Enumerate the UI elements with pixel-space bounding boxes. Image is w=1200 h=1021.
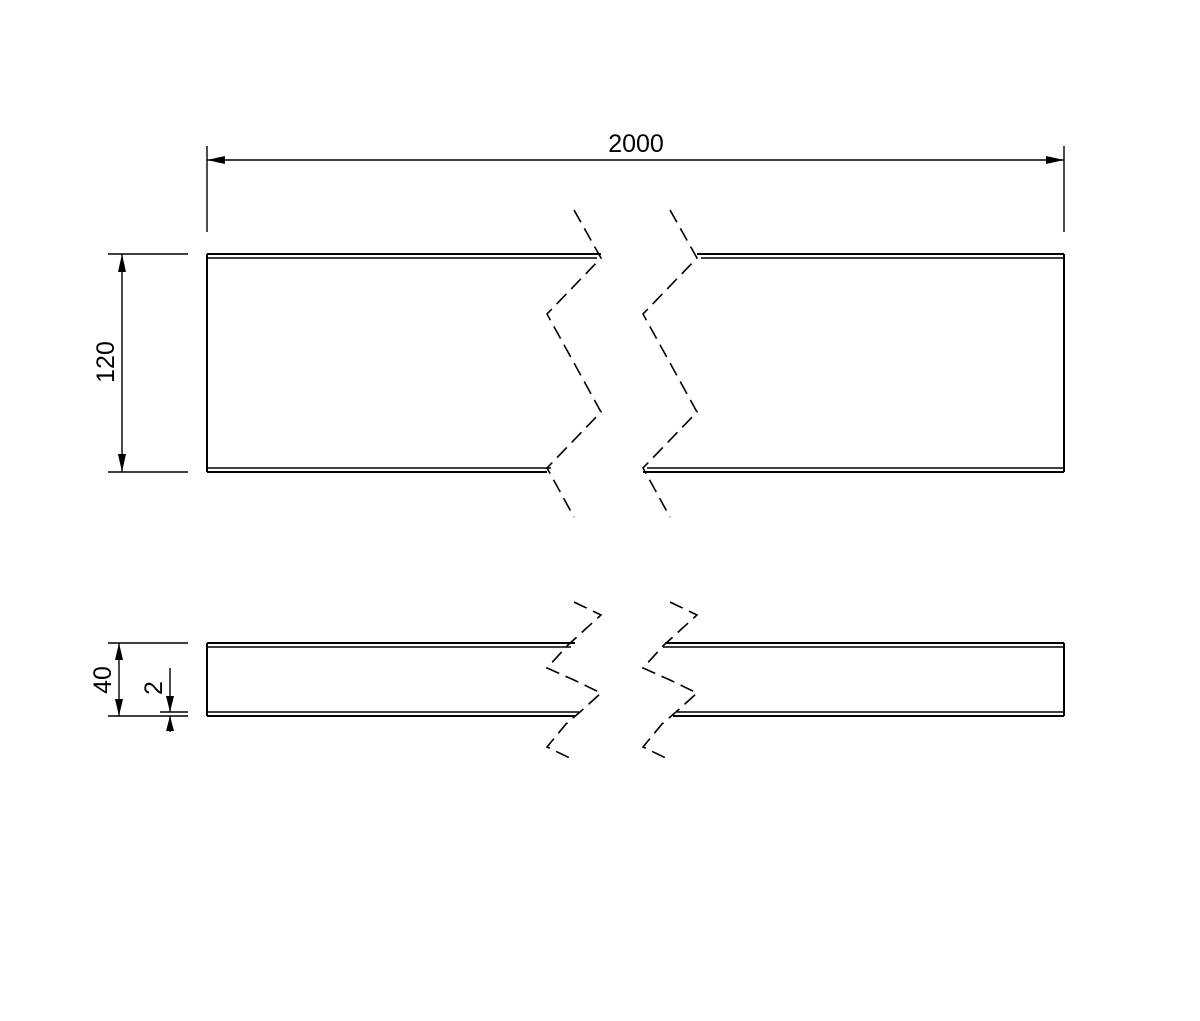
dimension-width: 120 <box>92 253 188 473</box>
break-line-side-right <box>641 601 699 761</box>
dimension-label-thickness: 2 <box>140 681 168 695</box>
dimension-length: 2000 <box>206 130 1065 232</box>
plan-view <box>206 209 1065 518</box>
break-line-right <box>642 209 698 518</box>
arrowhead-left <box>207 156 225 164</box>
dimension-label-height: 40 <box>89 666 117 694</box>
break-line-left <box>546 209 602 518</box>
break-line-side-left <box>545 601 603 761</box>
arrowhead-right <box>1046 156 1064 164</box>
dimension-label-width: 120 <box>92 341 120 383</box>
dimension-height: 40 <box>89 642 188 717</box>
dimension-label-length: 2000 <box>608 130 664 158</box>
dimension-thickness: 2 <box>140 668 188 732</box>
side-view <box>206 601 1065 761</box>
